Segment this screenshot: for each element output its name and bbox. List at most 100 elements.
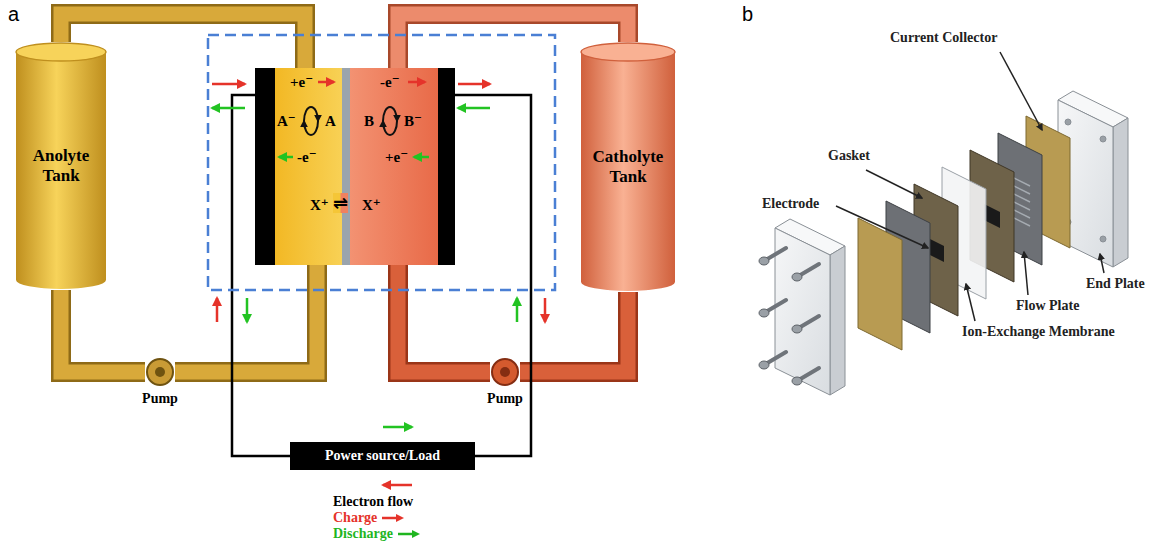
part-label: Gasket xyxy=(828,148,870,164)
part-label: Ion-Exchange Membrane xyxy=(962,324,1115,340)
pump-symbol xyxy=(490,357,520,387)
electron-arrow xyxy=(246,298,249,322)
redox-cycle-arrow xyxy=(383,107,397,121)
electrolyte-pipe xyxy=(175,265,317,372)
electrode-bar xyxy=(255,68,275,265)
end-plate xyxy=(1100,236,1106,242)
part-label: Electrode xyxy=(762,196,819,212)
part-label: End Plate xyxy=(1086,276,1145,292)
box-label: Power source/Load xyxy=(325,448,440,464)
catholyte-tank: Catholyte Tank xyxy=(580,42,676,292)
legend-text: Charge xyxy=(333,510,377,526)
electron-arrow xyxy=(212,83,245,86)
redox-cycle-arrow xyxy=(383,121,397,135)
equilibrium-arrow: ⇌ xyxy=(333,193,348,213)
pump: Pump xyxy=(490,357,520,387)
leader-arrow xyxy=(1000,52,1042,130)
tank-shape xyxy=(581,273,675,291)
part-label: Current Collector xyxy=(890,30,997,46)
panel-letter: b xyxy=(742,2,753,26)
electrolyte-pipe xyxy=(398,265,490,372)
pump: Pump xyxy=(145,357,175,387)
electron-arrow xyxy=(212,82,545,485)
panel-letter: a xyxy=(8,2,19,26)
bolt-head xyxy=(792,273,802,281)
current-collector xyxy=(858,218,902,350)
cell-boundary xyxy=(208,35,555,290)
pump-symbol xyxy=(492,359,518,385)
pump-label: Pump xyxy=(142,391,178,407)
bolt-head xyxy=(792,377,802,385)
electron-arrow xyxy=(516,298,519,322)
tank-shape xyxy=(581,52,675,282)
leader-arrow xyxy=(1100,254,1104,273)
electrolyte-pipe xyxy=(520,292,628,372)
legend-text: Discharge xyxy=(333,526,393,542)
legend-arrow xyxy=(412,530,420,538)
electron-arrow xyxy=(212,107,245,110)
end-plate xyxy=(775,219,845,395)
end-plate xyxy=(775,228,830,395)
electron-arrow xyxy=(458,107,490,110)
electron-arrow xyxy=(383,484,412,487)
species-label: -e⁻ xyxy=(380,73,400,91)
legend-arrow xyxy=(381,513,405,523)
electron-arrow xyxy=(408,81,425,84)
tank-shape xyxy=(581,43,675,61)
species-label: A xyxy=(325,112,336,130)
electrode-bar xyxy=(438,68,455,265)
electrolyte-pipe xyxy=(520,292,628,372)
bolt-head xyxy=(759,257,769,265)
anolyte-tank: Anolyte Tank xyxy=(15,42,107,290)
legend-arrow xyxy=(398,533,413,536)
electrolyte-pipe xyxy=(398,265,490,372)
wire xyxy=(455,95,531,456)
species-label: B⁻ xyxy=(404,112,422,130)
electrolyte-pipe xyxy=(61,290,145,372)
electron-arrow xyxy=(544,298,547,322)
species-label: X⁺ xyxy=(310,196,329,214)
tank-label: Anolyte Tank xyxy=(21,146,101,187)
leader-arrow xyxy=(836,52,1104,321)
redox-cycle-arrow xyxy=(304,121,318,135)
anolyte-half-cell: +e⁻A⁻A-e⁻X⁺ xyxy=(255,68,342,265)
anolyte-chamber xyxy=(275,68,342,265)
bolt xyxy=(764,248,819,381)
wire xyxy=(232,95,290,456)
legend-entry: Charge xyxy=(333,510,405,526)
electron-arrow xyxy=(216,298,219,322)
pump-symbol xyxy=(147,359,173,385)
cell-boundary xyxy=(208,35,555,290)
species-label: +e⁻ xyxy=(385,148,408,166)
electrolyte-pipe xyxy=(61,290,145,372)
legend-title: Electron flow xyxy=(333,494,413,510)
pump-symbol xyxy=(500,367,510,377)
electron-arrow xyxy=(383,426,412,429)
bolt-head xyxy=(759,309,769,317)
current-collector xyxy=(858,218,902,350)
legend-entry: Discharge xyxy=(333,526,421,542)
membrane-bar xyxy=(342,68,350,265)
bolt-head xyxy=(792,325,802,333)
tank-shape xyxy=(16,43,106,61)
end-plate xyxy=(1113,118,1128,267)
power-source-load: Power source/Load xyxy=(290,442,475,470)
species-label: -e⁻ xyxy=(297,148,317,166)
species-label: X⁺ xyxy=(362,196,381,214)
species-label: A⁻ xyxy=(277,112,296,130)
electrolyte-pipe xyxy=(175,265,317,372)
tank-label: Catholyte Tank xyxy=(586,147,670,188)
electrolyte-pipe xyxy=(175,265,317,372)
wire xyxy=(232,95,290,456)
pump-symbol xyxy=(155,367,165,377)
end-plate xyxy=(830,246,845,395)
redox-cycle-arrow xyxy=(304,107,397,135)
electrolyte-pipe xyxy=(61,290,145,372)
bolt-head xyxy=(759,257,802,385)
electron-arrow xyxy=(318,81,334,84)
species-label: B xyxy=(364,112,374,130)
leader-arrow xyxy=(1024,252,1028,295)
tank-shape xyxy=(16,52,106,280)
